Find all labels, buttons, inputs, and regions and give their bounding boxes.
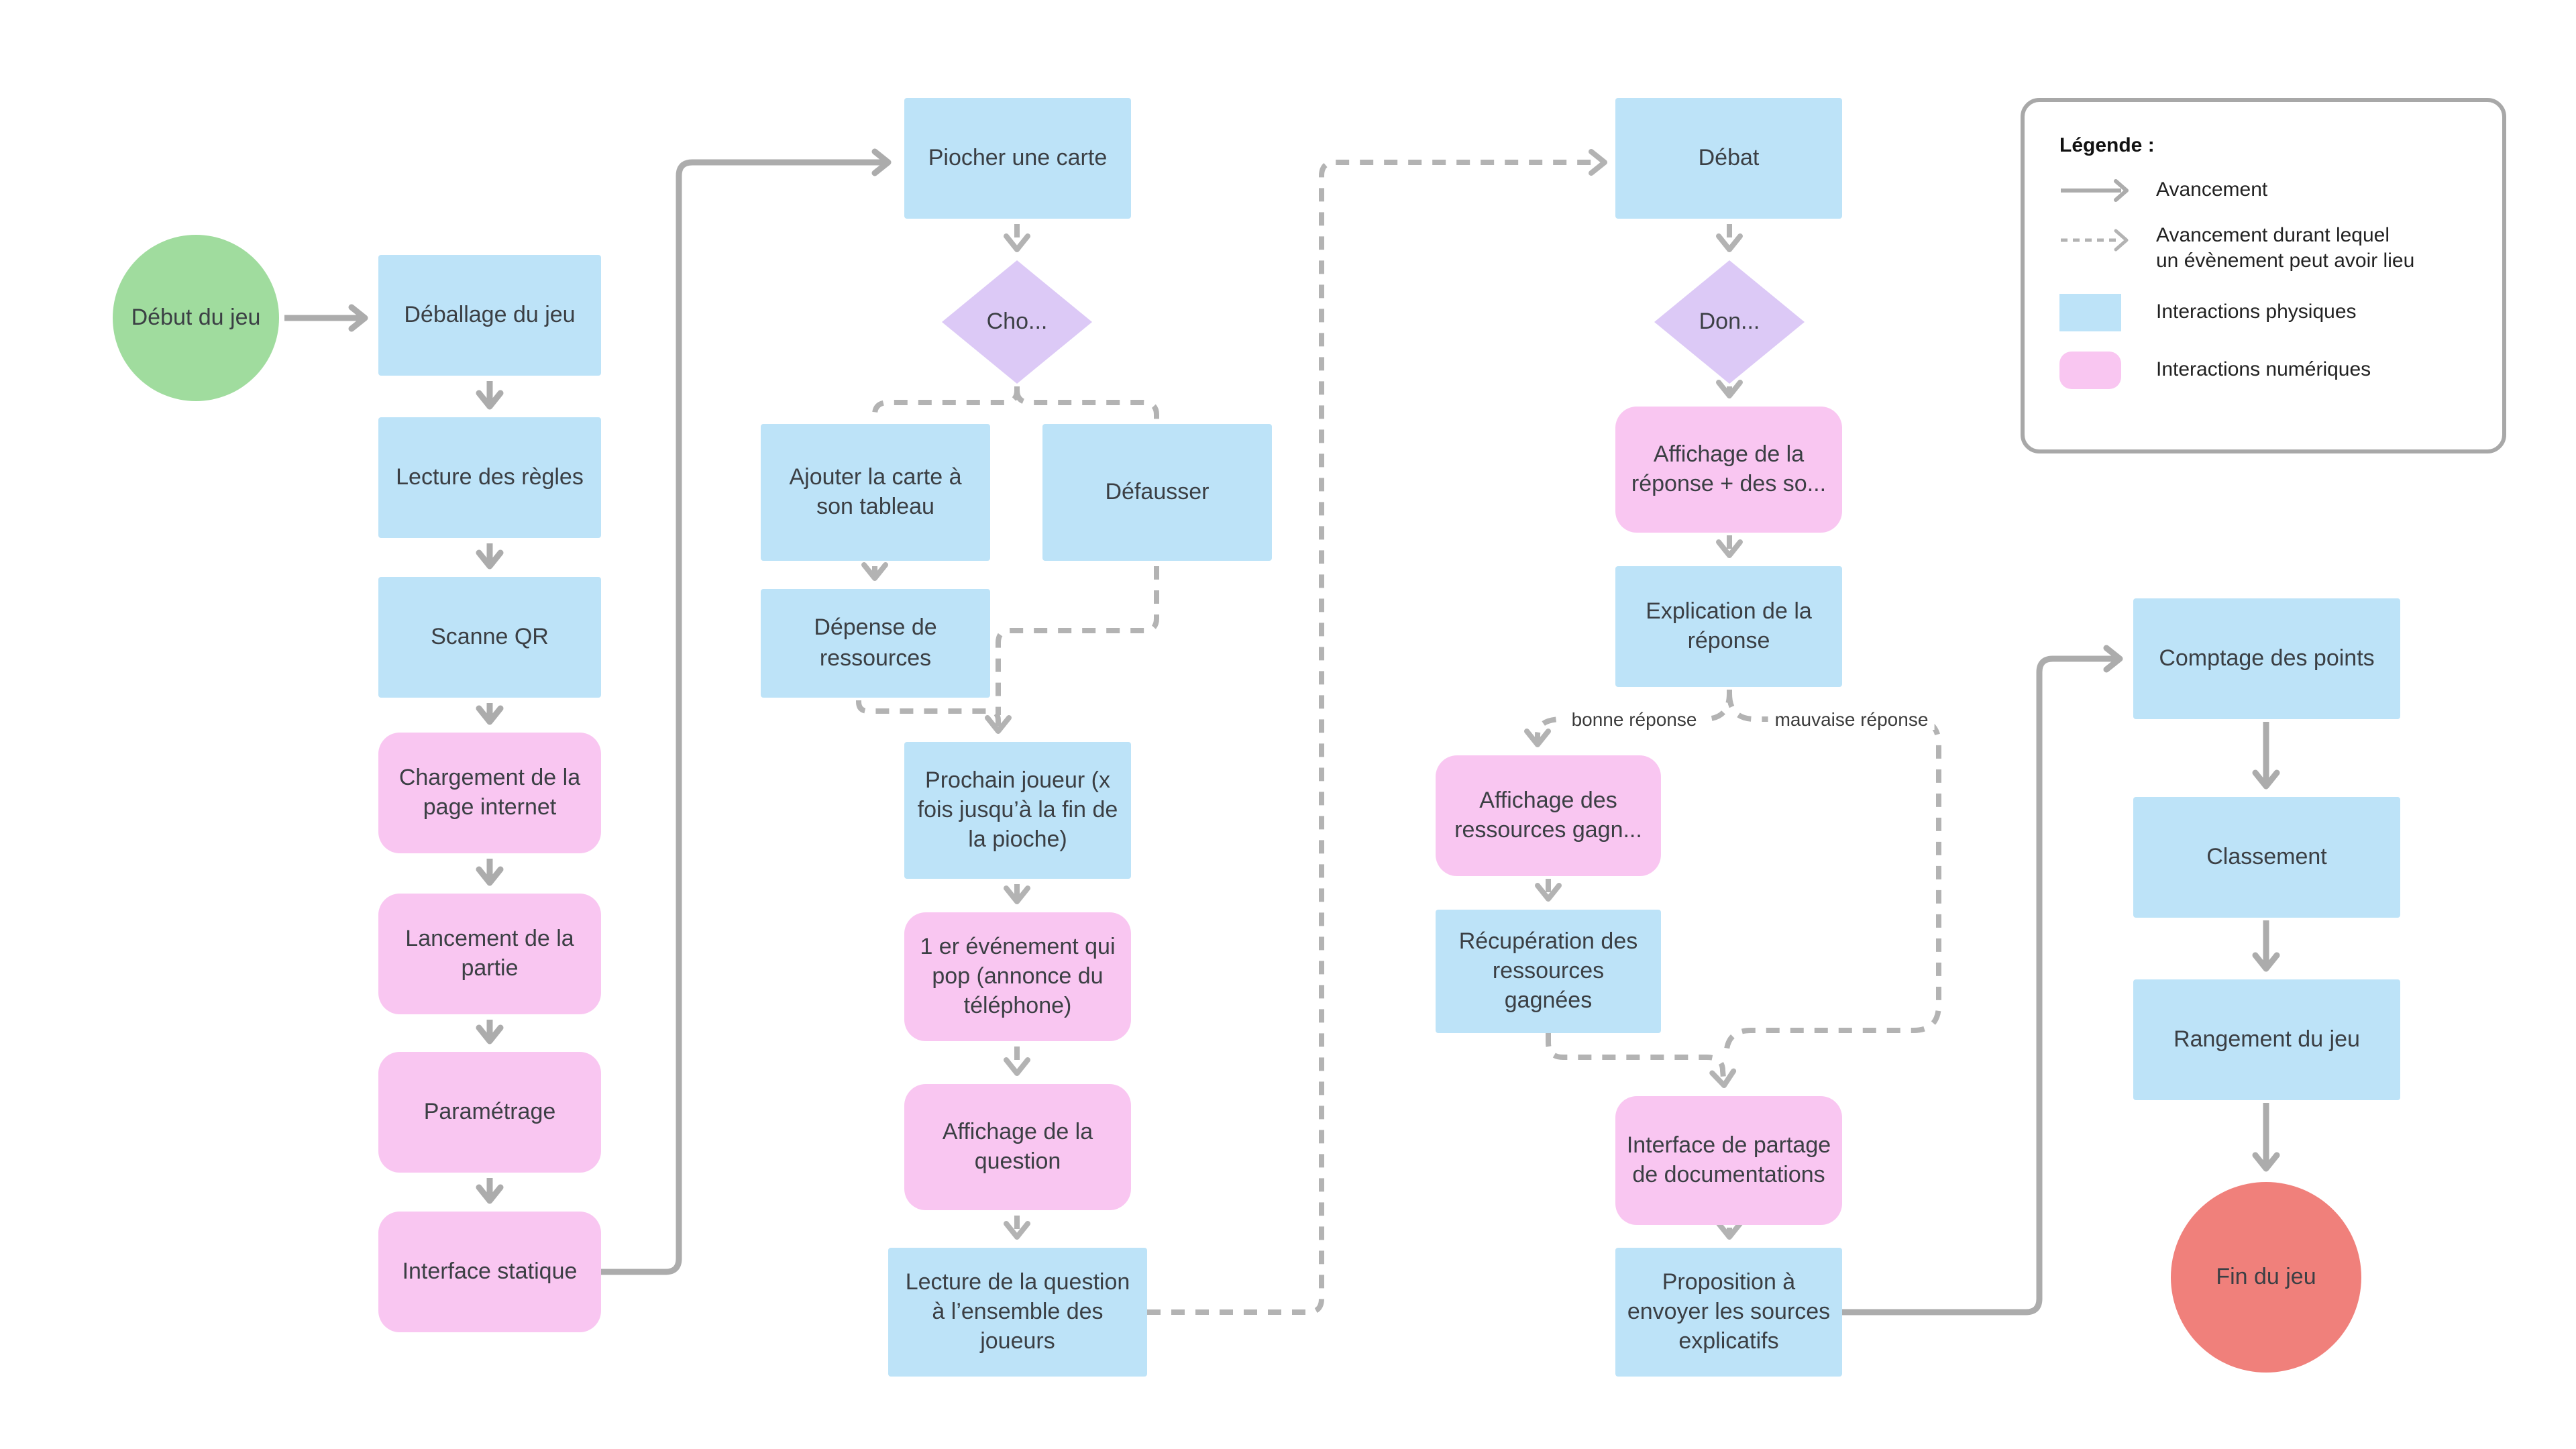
node-label: Cho... [986, 308, 1048, 334]
legend-item-label: Avancement durant lequel un évènement pe… [2156, 223, 2415, 272]
node-piocher-une-carte[interactable]: Piocher une carte [904, 98, 1131, 219]
dashed-arrow-icon [2059, 228, 2137, 252]
legend: Légende : Avancement Avancement durant l… [2021, 98, 2506, 453]
node-chargement-page[interactable]: Chargement de la page internet [378, 733, 601, 853]
node-label: Défausser [1105, 478, 1210, 504]
node-label: Prochain joueur (x fois jusqu’à la fin d… [917, 767, 1118, 853]
node-label: Récupération des ressources gagnées [1458, 928, 1638, 1014]
edge-recuperation-partage [1546, 1033, 1737, 1088]
legend-title: Légende : [2059, 134, 2155, 157]
node-label: Paramétrage [423, 1098, 556, 1124]
node-label: Débat [1698, 144, 1760, 170]
node-lecture-question[interactable]: Lecture de la question à l’ensemble des … [888, 1248, 1147, 1377]
node-debat[interactable]: Débat [1615, 98, 1842, 219]
node-recuperation-ressources[interactable]: Récupération des ressources gagnées [1436, 910, 1661, 1033]
node-label: Explication de la réponse [1646, 598, 1812, 653]
node-label: Don... [1699, 308, 1760, 334]
node-label: Déballage du jeu [404, 301, 576, 327]
solid-arrow-icon [2059, 179, 2137, 203]
node-label: Fin du jeu [2216, 1263, 2316, 1289]
node-label: Lecture des règles [396, 464, 584, 490]
node-comptage-points[interactable]: Comptage des points [2133, 598, 2400, 719]
legend-item-interactions-numeriques: Interactions numériques [2059, 352, 2467, 390]
physical-swatch-icon [2059, 294, 2137, 332]
node-fin-du-jeu[interactable]: Fin du jeu [2171, 1182, 2361, 1373]
node-premier-evenement[interactable]: 1 er événement qui pop (annonce du télép… [904, 912, 1131, 1041]
digital-swatch-icon [2059, 352, 2137, 390]
node-lancement-partie[interactable]: Lancement de la partie [378, 894, 601, 1014]
edge-label-mauvaise-reponse: mauvaise réponse [1768, 708, 1935, 730]
edge-choix-defausser [1014, 390, 1159, 420]
node-proposition-sources[interactable]: Proposition à envoyer les sources explic… [1615, 1248, 1842, 1377]
node-debut-du-jeu[interactable]: Début du jeu [113, 235, 279, 401]
node-affichage-reponse[interactable]: Affichage de la réponse + des so... [1615, 407, 1842, 533]
node-label: 1 er événement qui pop (annonce du télép… [920, 933, 1116, 1019]
node-label: Début du jeu [131, 304, 261, 330]
node-label: Rangement du jeu [2174, 1026, 2360, 1052]
legend-item-avancement: Avancement [2059, 178, 2467, 204]
edge-explication-mauvaise [1723, 693, 1941, 1058]
node-parametrage[interactable]: Paramétrage [378, 1052, 601, 1173]
node-affichage-question[interactable]: Affichage de la question [904, 1084, 1131, 1210]
node-label: Affichage des ressources gagn... [1454, 787, 1642, 843]
edge-label-bonne-reponse: bonne réponse [1564, 708, 1704, 730]
node-label: Affichage de la réponse + des so... [1631, 441, 1827, 496]
node-label: Scanne QR [431, 623, 549, 649]
node-label: Chargement de la page internet [398, 764, 581, 820]
node-label: Interface statique [402, 1258, 578, 1284]
legend-item-label: Avancement [2156, 178, 2268, 201]
node-interface-statique[interactable]: Interface statique [378, 1212, 601, 1332]
edge-choix-ajouter [872, 386, 1020, 420]
node-interface-partage[interactable]: Interface de partage de documentations [1615, 1096, 1842, 1225]
legend-item-label: Interactions numériques [2156, 358, 2371, 381]
node-rangement-du-jeu[interactable]: Rangement du jeu [2133, 979, 2400, 1100]
node-label: Dépense de ressources [814, 614, 937, 670]
node-prochain-joueur[interactable]: Prochain joueur (x fois jusqu’à la fin d… [904, 742, 1131, 879]
node-classement[interactable]: Classement [2133, 797, 2400, 918]
edge-proposition-comptage [1842, 645, 2123, 1316]
node-explication-reponse[interactable]: Explication de la réponse [1615, 566, 1842, 687]
node-label: Lancement de la partie [405, 925, 574, 981]
node-deballage-du-jeu[interactable]: Déballage du jeu [378, 255, 601, 376]
node-affichage-ressources[interactable]: Affichage des ressources gagn... [1436, 755, 1661, 876]
node-label: Lecture de la question à l’ensemble des … [905, 1269, 1130, 1354]
node-lecture-des-regles[interactable]: Lecture des règles [378, 417, 601, 538]
node-label: Interface de partage de documentations [1626, 1132, 1831, 1187]
edge-interface-piocher [601, 148, 892, 1275]
node-label: Classement [2206, 843, 2327, 869]
node-ajouter-carte[interactable]: Ajouter la carte à son tableau [761, 424, 990, 561]
node-label: Proposition à envoyer les sources explic… [1627, 1269, 1831, 1354]
node-label: Piocher une carte [928, 144, 1108, 170]
node-defausser[interactable]: Défausser [1042, 424, 1272, 561]
node-label: Ajouter la carte à son tableau [789, 464, 962, 519]
node-scanne-qr[interactable]: Scanne QR [378, 577, 601, 698]
edge-defausser-prochain [996, 566, 1159, 715]
node-depense-ressources[interactable]: Dépense de ressources [761, 589, 990, 698]
edge-depense-prochain [856, 700, 1012, 734]
legend-item-interactions-physiques: Interactions physiques [2059, 294, 2467, 332]
node-label: Affichage de la question [942, 1118, 1093, 1174]
legend-item-label: Interactions physiques [2156, 300, 2357, 323]
legend-item-avancement-evenement: Avancement durant lequel un évènement pe… [2059, 224, 2467, 274]
node-label: Comptage des points [2159, 645, 2375, 671]
